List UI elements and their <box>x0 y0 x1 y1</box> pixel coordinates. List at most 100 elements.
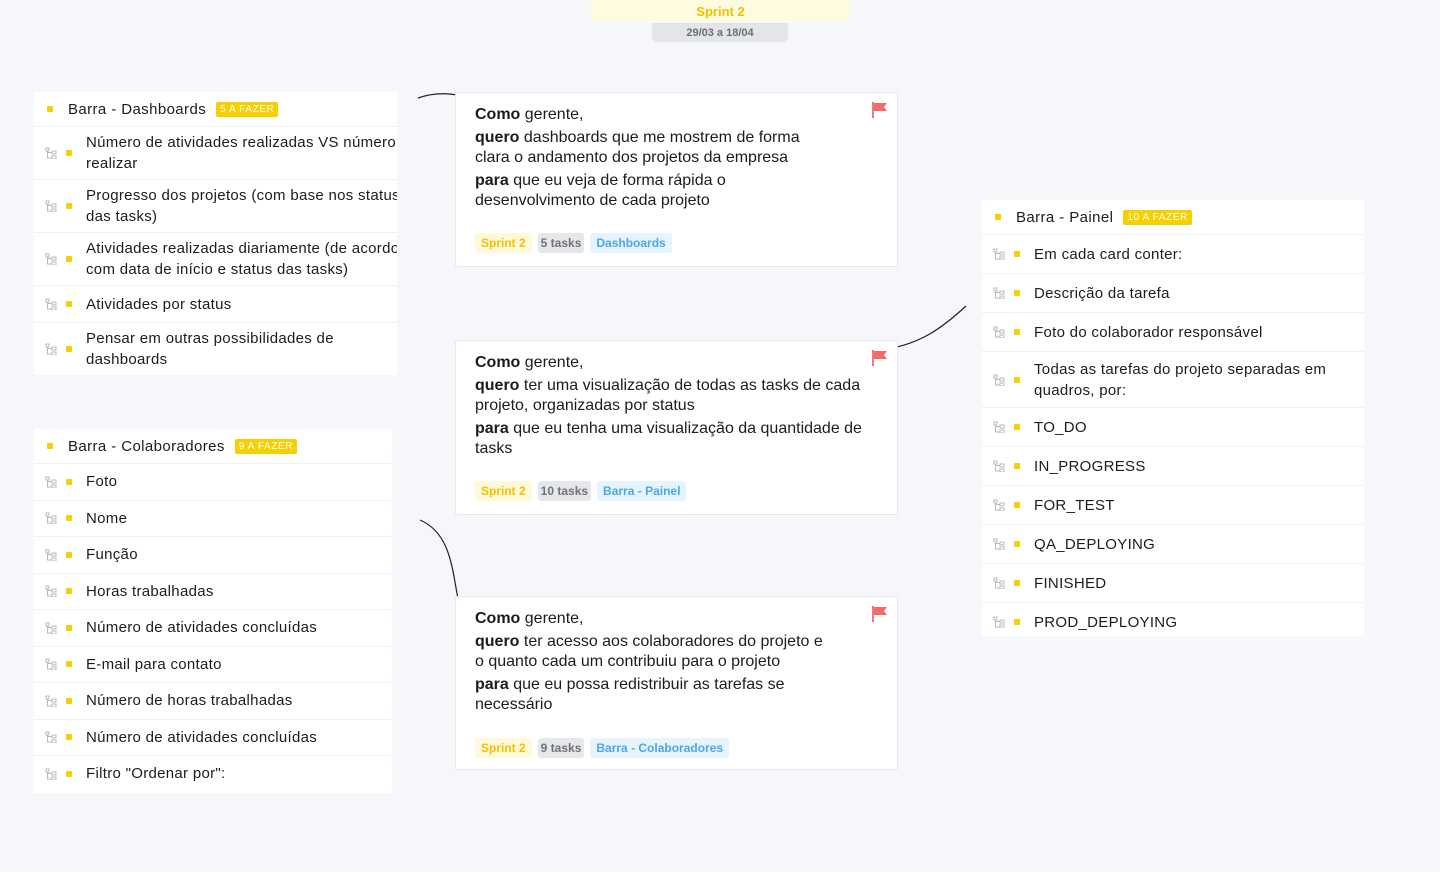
list-item[interactable]: Foto <box>34 463 392 500</box>
list-item-label: Pensar em outras possibilidades de dashb… <box>86 330 334 368</box>
subtask-tree-icon <box>45 622 57 634</box>
status-dot <box>1014 290 1020 296</box>
list-dashboards[interactable]: Barra - Dashboards 5 A FAZER Número de a… <box>34 92 397 375</box>
user-story-card-colaboradores[interactable]: Como gerente, quero ter acesso aos colab… <box>455 596 898 770</box>
list-item-label: QA_DEPLOYING <box>1034 535 1156 553</box>
list-link-tag[interactable]: Dashboards <box>590 233 672 253</box>
status-dot <box>66 770 72 777</box>
story-role: gerente, <box>520 610 584 627</box>
list-item-label: FINISHED <box>1034 574 1107 592</box>
status-dot <box>66 346 72 352</box>
status-dot <box>1014 376 1020 383</box>
list-item[interactable]: IN_PROGRESS <box>982 446 1364 485</box>
subtask-tree-icon <box>993 460 1005 472</box>
subtask-tree-icon <box>45 512 57 525</box>
status-dot <box>1014 424 1020 430</box>
list-item[interactable]: FINISHED <box>982 563 1364 602</box>
task-count-tag[interactable]: 9 tasks <box>537 738 585 758</box>
list-item[interactable]: Função <box>34 536 392 573</box>
list-item-label: Horas trabalhadas <box>86 582 214 600</box>
status-dot <box>66 588 72 595</box>
list-item[interactable]: Todas as tarefas do projeto separadas em… <box>982 351 1364 407</box>
subtask-tree-icon <box>993 499 1005 511</box>
story-text: Como gerente, quero dashboards que me mo… <box>475 105 881 214</box>
list-item[interactable]: Número de horas trabalhadas <box>34 682 392 719</box>
list-item[interactable]: Nome <box>34 499 392 537</box>
list-item-label: TO_DO <box>1034 418 1087 436</box>
subtask-tree-icon <box>993 248 1005 260</box>
list-item[interactable]: Número de atividades realizadas VS númer… <box>34 126 397 179</box>
task-count-tag[interactable]: 5 tasks <box>537 233 585 253</box>
list-colaboradores[interactable]: Barra - Colaboradores 9 A FAZER Foto Nom… <box>34 429 392 793</box>
list-item[interactable]: Número de atividades concluídas <box>34 718 392 756</box>
story-role-label: Como <box>475 610 521 627</box>
list-item[interactable]: Em cada card conter: <box>982 234 1364 273</box>
sprint-tag[interactable]: Sprint 2 <box>475 233 532 253</box>
sprint-title[interactable]: Sprint 2 <box>591 0 850 22</box>
list-item-label: Foto do colaborador responsável <box>1034 323 1263 341</box>
list-item[interactable]: E-mail para contato <box>34 645 392 683</box>
status-dot <box>66 697 72 704</box>
todo-count-badge: 9 A FAZER <box>234 438 298 454</box>
user-story-card-painel[interactable]: Como gerente, quero ter uma visualização… <box>455 340 898 515</box>
subtask-tree-icon <box>45 343 57 355</box>
sprint-tag[interactable]: Sprint 2 <box>475 481 532 501</box>
list-item[interactable]: Número de atividades concluídas <box>34 609 392 646</box>
story-text: Como gerente, quero ter uma visualização… <box>475 353 881 462</box>
subtask-tree-icon <box>45 768 57 780</box>
list-item[interactable]: Descrição da tarefa <box>982 273 1364 312</box>
list-item[interactable]: FOR_TEST <box>982 485 1364 524</box>
list-item-label: Função <box>86 546 138 564</box>
flag-icon[interactable] <box>871 349 889 367</box>
status-dot <box>47 443 53 449</box>
connector-painel <box>887 305 967 350</box>
list-painel[interactable]: Barra - Painel 10 A FAZER Em cada card c… <box>982 200 1364 636</box>
todo-count-badge: 10 A FAZER <box>1123 209 1192 225</box>
flag-icon[interactable] <box>871 101 889 119</box>
subtask-tree-icon <box>45 658 57 671</box>
status-dot <box>66 515 72 522</box>
subtask-tree-icon <box>45 147 57 159</box>
subtask-tree-icon <box>993 616 1005 628</box>
list-item[interactable]: PROD_DEPLOYING <box>982 602 1364 636</box>
story-role-label: Como <box>475 354 521 371</box>
list-item[interactable]: TO_DO <box>982 407 1364 446</box>
list-item[interactable]: Progresso dos projetos (com base nos sta… <box>34 179 397 232</box>
story-goal: que eu tenha uma visualização da quantid… <box>475 420 862 457</box>
list-title: Barra - Colaboradores <box>68 437 225 455</box>
list-header[interactable]: Barra - Dashboards 5 A FAZER <box>34 92 397 126</box>
list-item-label: Nome <box>86 509 128 527</box>
list-item[interactable]: Filtro "Ordenar por": <box>34 755 392 792</box>
user-story-card-dashboards[interactable]: Como gerente, quero dashboards que me mo… <box>455 92 898 267</box>
status-dot <box>66 256 72 262</box>
list-item[interactable]: Atividades por status <box>34 285 397 322</box>
list-header[interactable]: Barra - Painel 10 A FAZER <box>982 200 1364 234</box>
story-want: dashboards que me mostrem de forma clara… <box>475 129 800 166</box>
sprint-tag[interactable]: Sprint 2 <box>475 738 532 758</box>
list-item[interactable]: Horas trabalhadas <box>34 572 392 610</box>
list-link-tag[interactable]: Barra - Painel <box>597 481 687 501</box>
status-dot <box>1014 463 1020 469</box>
status-dot <box>66 203 72 209</box>
story-goal-label: para <box>475 420 509 437</box>
list-item-label: Progresso dos projetos (com base nos sta… <box>86 187 397 225</box>
list-link-tag[interactable]: Barra - Colaboradores <box>590 738 730 758</box>
status-dot <box>66 551 72 558</box>
list-title: Barra - Dashboards <box>68 100 207 118</box>
list-title: Barra - Painel <box>1016 208 1114 226</box>
list-item[interactable]: Foto do colaborador responsável <box>982 312 1364 351</box>
status-dot <box>66 478 72 485</box>
list-item[interactable]: QA_DEPLOYING <box>982 524 1364 563</box>
list-header[interactable]: Barra - Colaboradores 9 A FAZER <box>34 429 392 463</box>
status-dot <box>66 301 72 307</box>
status-dot <box>66 150 72 156</box>
task-count-tag[interactable]: 10 tasks <box>537 481 592 501</box>
list-item-label: Número de atividades realizadas VS númer… <box>86 134 397 172</box>
flag-icon[interactable] <box>871 605 889 623</box>
list-item[interactable]: Atividades realizadas diariamente (de ac… <box>34 232 397 285</box>
status-dot <box>47 106 53 112</box>
story-tags: Sprint 2 10 tasks Barra - Painel <box>475 481 687 501</box>
list-item[interactable]: Pensar em outras possibilidades de dashb… <box>34 322 397 375</box>
status-dot <box>1014 329 1020 335</box>
story-want-label: quero <box>475 129 520 146</box>
